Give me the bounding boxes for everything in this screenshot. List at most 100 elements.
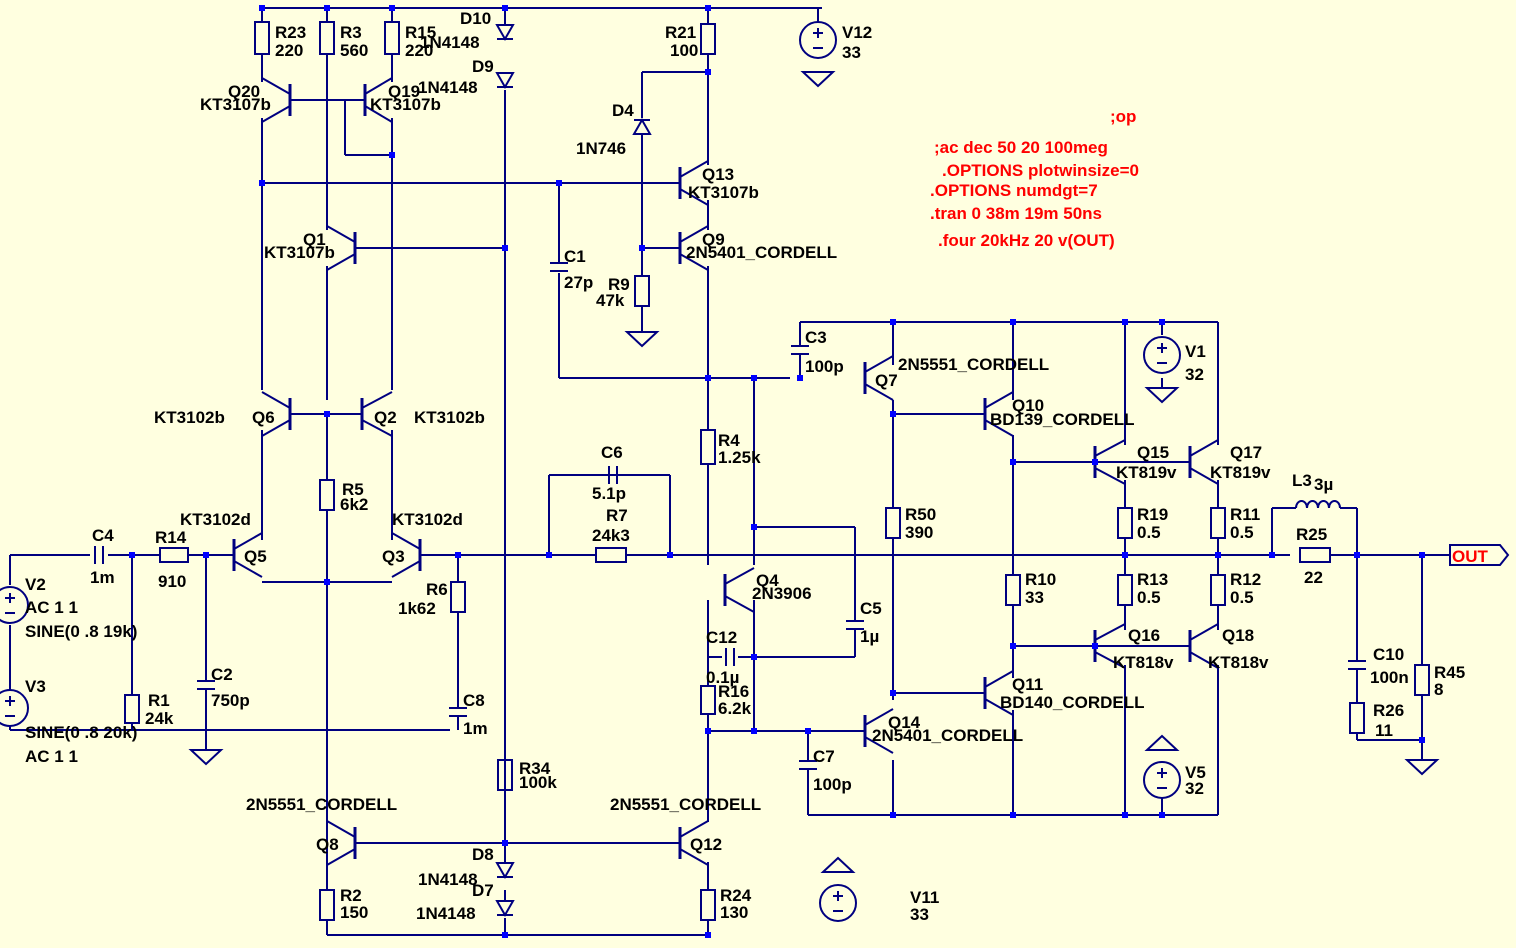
q17-transistor[interactable] <box>1189 439 1219 457</box>
r9-resistor[interactable] <box>634 275 650 307</box>
l3-inductor[interactable] <box>1317 500 1330 509</box>
q7-transistor[interactable] <box>864 383 894 401</box>
r4-resistor[interactable] <box>700 429 716 465</box>
r34-resistor[interactable] <box>497 759 513 791</box>
q2-transistor[interactable] <box>361 391 393 409</box>
q17-transistor[interactable] <box>1189 467 1219 485</box>
spice-directive: ;ac dec 50 20 100meg <box>934 138 1108 157</box>
v5-voltage-source[interactable] <box>1143 761 1181 799</box>
q8-transistor[interactable] <box>326 848 356 866</box>
v12-voltage-source[interactable] <box>799 21 837 59</box>
l3-inductor[interactable] <box>1306 500 1319 509</box>
r23-resistor[interactable] <box>254 21 270 55</box>
q7-transistor[interactable] <box>864 355 894 373</box>
c3-ref-label: C3 <box>805 328 827 347</box>
q19-transistor[interactable] <box>364 105 393 123</box>
r7-value-label: 24k3 <box>592 526 630 545</box>
q20-transistor[interactable] <box>261 105 291 123</box>
v3-voltage-source[interactable] <box>0 689 29 727</box>
q19-value-label: KT3107b <box>370 95 441 114</box>
q9-value-label: 2N5401_CORDELL <box>686 243 837 262</box>
v11-value-label: 33 <box>910 905 929 924</box>
q20-transistor[interactable] <box>261 77 291 95</box>
q2-transistor[interactable] <box>361 419 393 437</box>
out-net-flag[interactable] <box>1449 544 1510 566</box>
q11-transistor[interactable] <box>984 670 1014 688</box>
r6-value-label: 1k62 <box>398 599 436 618</box>
r3-resistor[interactable] <box>319 21 335 55</box>
q4-transistor[interactable] <box>724 567 755 585</box>
q16-ref-label: Q16 <box>1128 626 1160 645</box>
q3-transistor[interactable] <box>391 532 421 550</box>
r19-resistor[interactable] <box>1117 507 1133 539</box>
l3-inductor[interactable] <box>1328 500 1341 509</box>
l3-value-label: 3µ <box>1314 475 1333 494</box>
d9-diode[interactable] <box>495 72 515 90</box>
r11-resistor[interactable] <box>1210 507 1226 539</box>
r2-value-label: 150 <box>340 903 368 922</box>
q14-transistor[interactable] <box>864 736 894 754</box>
r5-resistor[interactable] <box>319 479 335 511</box>
q16-transistor[interactable] <box>1094 623 1126 641</box>
q14-transistor[interactable] <box>864 708 894 726</box>
d8-diode[interactable] <box>495 862 515 880</box>
q15-transistor[interactable] <box>1094 467 1126 485</box>
d10-diode[interactable] <box>495 24 515 42</box>
d4-diode[interactable] <box>632 117 652 135</box>
r7-ref-label: R7 <box>606 506 628 525</box>
q13-transistor[interactable] <box>679 188 709 206</box>
q3-value-label: KT3102d <box>392 510 463 529</box>
r24-resistor[interactable] <box>700 889 716 921</box>
q12-transistor[interactable] <box>679 848 709 866</box>
r1-value-label: 24k <box>145 709 174 728</box>
q1-transistor[interactable] <box>326 253 356 271</box>
junction-dot <box>1122 319 1128 325</box>
r2-resistor[interactable] <box>319 889 335 921</box>
q5-transistor[interactable] <box>233 532 263 550</box>
q10-transistor[interactable] <box>984 391 1014 409</box>
q13-transistor[interactable] <box>679 160 709 178</box>
q16-transistor[interactable] <box>1094 651 1126 669</box>
q3-transistor[interactable] <box>391 560 421 578</box>
q18-transistor[interactable] <box>1189 651 1219 669</box>
q9-transistor[interactable] <box>679 253 709 271</box>
r14-resistor[interactable] <box>159 547 189 563</box>
q10-transistor[interactable] <box>984 419 1014 437</box>
r25-resistor[interactable] <box>1299 547 1331 563</box>
junction-dot <box>1092 459 1098 465</box>
v1-voltage-source[interactable] <box>1143 336 1181 374</box>
q5-transistor[interactable] <box>233 560 263 578</box>
r7-resistor[interactable] <box>595 547 627 563</box>
r12-resistor[interactable] <box>1210 574 1226 606</box>
q6-transistor[interactable] <box>261 391 291 409</box>
r6-resistor[interactable] <box>450 581 466 613</box>
q6-transistor[interactable] <box>261 419 291 437</box>
r13-resistor[interactable] <box>1117 574 1133 606</box>
r45-resistor[interactable] <box>1414 664 1430 696</box>
q8-transistor[interactable] <box>326 820 356 838</box>
r15-resistor[interactable] <box>384 21 400 55</box>
r1-resistor[interactable] <box>124 694 140 724</box>
v11-voltage-source[interactable] <box>819 884 857 922</box>
q6-ref-label: Q6 <box>252 408 275 427</box>
r21-value-label: 100 <box>670 41 698 60</box>
v2-voltage-source[interactable] <box>0 586 29 624</box>
q12-transistor[interactable] <box>679 820 709 838</box>
q19-transistor[interactable] <box>364 77 393 95</box>
r21-resistor[interactable] <box>700 23 716 55</box>
d7-diode[interactable] <box>495 900 515 918</box>
junction-dot <box>667 552 673 558</box>
q1-transistor[interactable] <box>326 225 356 243</box>
junction-dot <box>1010 643 1016 649</box>
q4-transistor[interactable] <box>724 595 755 613</box>
q11-transistor[interactable] <box>984 698 1014 716</box>
q18-transistor[interactable] <box>1189 623 1219 641</box>
r50-resistor[interactable] <box>885 507 901 539</box>
r26-resistor[interactable] <box>1349 702 1365 734</box>
r16-resistor[interactable] <box>700 685 716 715</box>
q15-transistor[interactable] <box>1094 439 1126 457</box>
l3-inductor[interactable] <box>1295 500 1308 509</box>
r10-resistor[interactable] <box>1005 574 1021 606</box>
q9-transistor[interactable] <box>679 225 709 243</box>
